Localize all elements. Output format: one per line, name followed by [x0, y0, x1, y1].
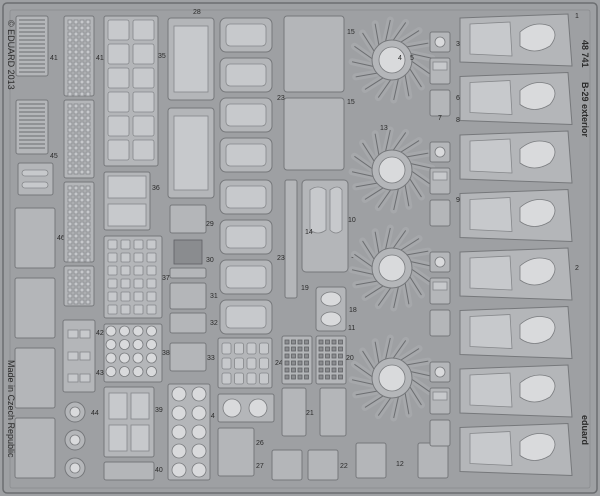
small-part-9 [429, 419, 451, 447]
label-19: 19 [301, 285, 309, 292]
label-23: 23 [277, 95, 285, 102]
label-45: 45 [50, 153, 58, 160]
label-41: 41 [50, 55, 58, 62]
label-1a: 4 [398, 55, 402, 62]
label-29: 29 [206, 221, 214, 228]
label-3: 3 [456, 41, 460, 48]
part-40-strip [103, 461, 155, 481]
brand-logo: eduard [580, 415, 590, 445]
part-46-panels [14, 207, 56, 479]
exhaust-collector-rings [348, 16, 436, 422]
label-23b: 23 [277, 255, 285, 262]
label-34: 34 [207, 413, 215, 420]
part-22-blocks [271, 449, 339, 481]
label-5: 5 [410, 55, 414, 62]
part-24-grid [217, 337, 273, 389]
label-39: 39 [155, 407, 163, 414]
part-19-strip [284, 179, 298, 299]
label-7: 7 [438, 115, 442, 122]
label-32: 32 [210, 320, 218, 327]
label-46: 46 [57, 235, 65, 242]
label-8: 8 [456, 117, 460, 124]
part-42-43 [62, 319, 96, 393]
part-16-17-shapes [301, 179, 349, 273]
label-38: 38 [162, 350, 170, 357]
small-part-9 [429, 309, 451, 337]
part-41-grid-strips [63, 15, 95, 307]
ribbed-strip [15, 15, 49, 77]
part-23-panels [219, 17, 273, 335]
label-9: 9 [456, 197, 460, 204]
part-34-grid [167, 383, 211, 481]
part-15-panels [283, 15, 345, 171]
intake-wedge-panels [459, 13, 573, 477]
label-6: 6 [456, 95, 460, 102]
part-45-slot-a [21, 169, 49, 177]
label-22: 22 [340, 463, 348, 470]
label-36: 36 [152, 185, 160, 192]
label-47: 41 [96, 55, 104, 62]
part-25-rings [217, 393, 275, 423]
label-12: 12 [396, 461, 404, 468]
label-43: 43 [96, 370, 104, 377]
label-14: 14 [305, 229, 313, 236]
part-37-dots [103, 235, 163, 319]
part-31-32 [169, 282, 207, 334]
part-35-grid [103, 15, 159, 231]
label-31: 31 [210, 293, 218, 300]
part-39-panels [103, 386, 155, 458]
small-part-9 [429, 89, 451, 117]
label-26: 26 [256, 440, 264, 447]
label-18: 18 [349, 307, 357, 314]
part-18-ovals [315, 286, 347, 332]
label-40: 40 [155, 467, 163, 474]
label-21: 21 [306, 410, 314, 417]
part-33 [169, 342, 207, 372]
fret-inner-frame [9, 9, 591, 489]
made-in-text: Made in Czech Republic [6, 360, 16, 458]
part-38-circles [103, 323, 163, 383]
part-26-27 [217, 427, 255, 477]
label-15b: 15 [347, 99, 355, 106]
label-33: 33 [207, 355, 215, 362]
part-45-slot-b [21, 181, 49, 189]
label-37: 37 [162, 275, 170, 282]
part-45-box [17, 162, 54, 196]
part-20-grids [281, 335, 347, 385]
label-2: 2 [575, 265, 579, 272]
set-code-text: 48 741 [580, 40, 590, 68]
label-27: 27 [256, 463, 264, 470]
label-20: 20 [346, 355, 354, 362]
label-1: 1 [575, 13, 579, 20]
label-44: 44 [91, 410, 99, 417]
part-41-strips [15, 15, 49, 155]
label-35: 35 [158, 53, 166, 60]
label-28: 28 [193, 9, 201, 16]
label-15: 15 [347, 29, 355, 36]
copyright-text: © EDUARD 2013 [6, 20, 16, 90]
small-parts-column [429, 31, 451, 447]
part-44-rings [64, 401, 86, 479]
fret-title-text: B-29 exterior [580, 82, 590, 138]
small-part-9 [429, 199, 451, 227]
label-11: 11 [348, 325, 355, 332]
label-13: 13 [380, 125, 388, 132]
part-29-30 [169, 204, 207, 279]
label-24: 24 [275, 360, 283, 367]
label-30: 30 [206, 257, 214, 264]
label-10: 10 [348, 217, 356, 224]
label-42: 42 [96, 330, 104, 337]
part-28-plates [167, 17, 215, 199]
part-21-blocks [281, 387, 347, 437]
